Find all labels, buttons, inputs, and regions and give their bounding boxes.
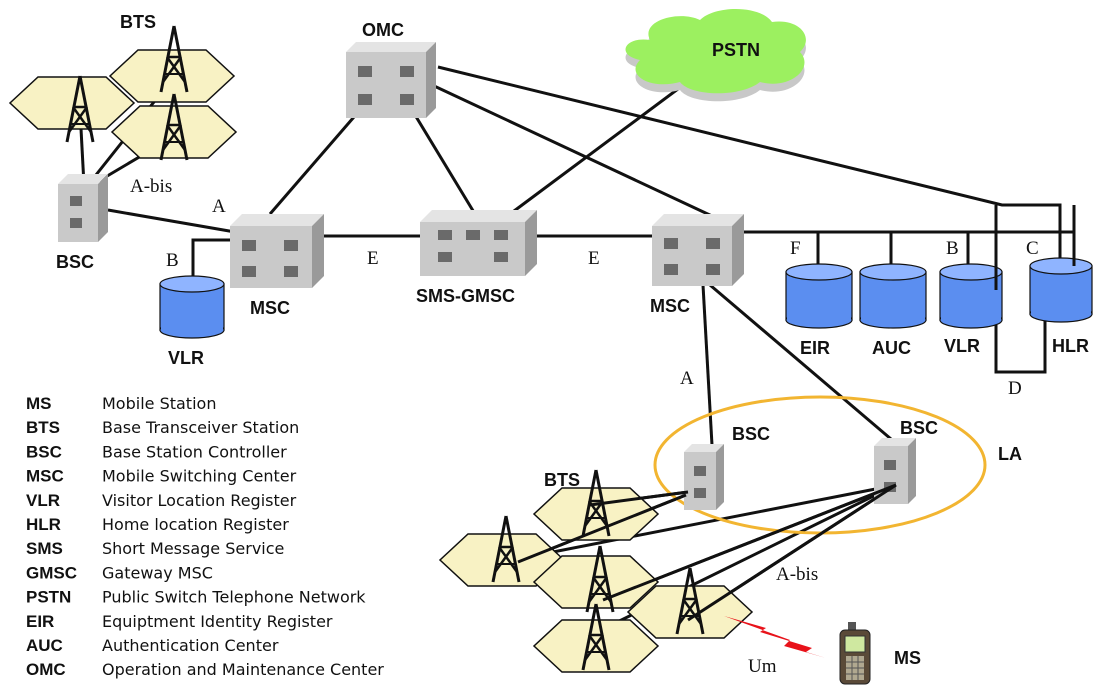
glossary-row: VLR Visitor Location Register (26, 491, 297, 510)
glossary-row: AUC Authentication Center (26, 636, 279, 655)
label-vlr-left: VLR (168, 348, 204, 368)
label-e-right: E (588, 248, 600, 269)
glossary-desc: Equiptment Identity Register (102, 612, 333, 631)
switch-box-icon (420, 210, 537, 276)
label-c: C (1026, 238, 1039, 259)
glossary-desc: Home location Register (102, 515, 289, 534)
lightning-icon (724, 616, 826, 658)
label-hlr: HLR (1052, 336, 1089, 356)
label-e-left: E (367, 248, 379, 269)
database-cylinder-icon (159, 275, 225, 339)
label-omc: OMC (362, 20, 404, 40)
switch-box-icon (684, 444, 724, 510)
glossary-row: GMSC Gateway MSC (26, 563, 213, 582)
label-auc: AUC (872, 338, 911, 358)
glossary-abbr: BSC (26, 442, 62, 461)
glossary-abbr: VLR (26, 491, 60, 510)
glossary-abbr: HLR (26, 515, 61, 534)
cloud-icon (625, 8, 806, 102)
label-um: Um (748, 656, 777, 677)
label-b-right: B (946, 238, 959, 259)
glossary-abbr: AUC (26, 636, 63, 655)
glossary-row: MSC Mobile Switching Center (26, 467, 297, 486)
database-cylinder-icon (939, 263, 1003, 329)
label-bsc-left: BSC (56, 252, 94, 272)
bts-cluster-top (9, 24, 237, 162)
label-abis-bottom: A-bis (776, 564, 818, 585)
label-eir: EIR (800, 338, 830, 358)
glossary-desc: Mobile Station (102, 394, 216, 413)
label-a-right: A (680, 368, 694, 389)
glossary-desc: Public Switch Telephone Network (102, 588, 366, 607)
label-bsc-right: BSC (900, 418, 938, 438)
switch-box-icon (346, 42, 436, 118)
database-cylinder-icon (859, 263, 927, 329)
glossary-abbr: OMC (26, 660, 66, 679)
glossary-row: SMS Short Message Service (26, 539, 284, 558)
glossary-desc: Gateway MSC (102, 563, 213, 582)
label-vlr-right: VLR (944, 336, 980, 356)
glossary-abbr: PSTN (26, 588, 71, 607)
switch-box-icon (652, 214, 744, 286)
glossary-row: HLR Home location Register (26, 515, 289, 534)
label-msc-right: MSC (650, 296, 690, 316)
label-la: LA (998, 444, 1022, 464)
glossary-row: OMC Operation and Maintenance Center (26, 660, 384, 679)
label-bts-bottom: BTS (544, 470, 580, 490)
label-ms: MS (894, 648, 921, 668)
glossary-desc: Authentication Center (102, 636, 279, 655)
label-pstn: PSTN (712, 40, 760, 60)
label-sms-gmsc: SMS-GMSC (416, 286, 515, 306)
label-bts-top: BTS (120, 12, 156, 32)
switch-box-icon (230, 214, 324, 288)
label-f: F (790, 238, 801, 259)
glossary-desc: Mobile Switching Center (102, 467, 297, 486)
glossary-row: BSC Base Station Controller (26, 442, 287, 461)
glossary-row: EIR Equiptment Identity Register (26, 612, 333, 631)
glossary-desc: Operation and Maintenance Center (102, 660, 384, 679)
glossary-row: BTS Base Transceiver Station (26, 418, 299, 437)
label-d: D (1008, 378, 1022, 399)
label-msc-left: MSC (250, 298, 290, 318)
label-b-left: B (166, 250, 179, 271)
glossary-row: MS Mobile Station (26, 394, 216, 413)
glossary-abbr: SMS (26, 539, 63, 558)
glossary-row: PSTN Public Switch Telephone Network (26, 588, 366, 607)
glossary-desc: Short Message Service (102, 539, 284, 558)
glossary-desc: Base Transceiver Station (102, 418, 299, 437)
glossary-desc: Base Station Controller (102, 442, 287, 461)
glossary-abbr: GMSC (26, 563, 77, 582)
mobile-phone-icon (839, 622, 871, 685)
glossary-abbr: BTS (26, 418, 60, 437)
glossary-abbr: MSC (26, 467, 64, 486)
glossary-abbr: EIR (26, 612, 54, 631)
glossary-abbr: MS (26, 394, 52, 413)
label-abis-top: A-bis (130, 176, 172, 197)
label-bsc-mid: BSC (732, 424, 770, 444)
glossary-desc: Visitor Location Register (102, 491, 297, 510)
database-cylinder-icon (785, 263, 853, 329)
database-cylinder-icon (1029, 257, 1093, 323)
label-a-left: A (212, 196, 226, 217)
switch-box-icon (58, 174, 108, 242)
